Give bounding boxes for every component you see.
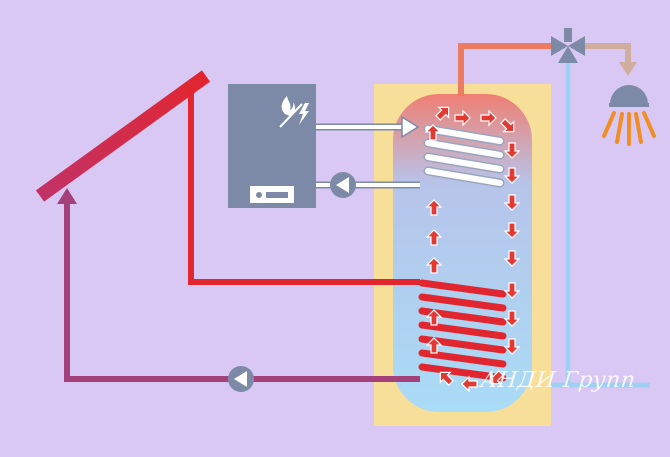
boiler-coil-icon (423, 124, 505, 188)
flow-arrow-icon (439, 371, 454, 386)
flow-arrow-icon (425, 199, 443, 216)
solar-coil-icon (418, 279, 507, 382)
flow-arrow-icon (503, 194, 521, 211)
flow-arrow-icon (480, 109, 497, 127)
lightning-icon (299, 103, 309, 125)
shower-icon (602, 85, 656, 146)
watermark-logo: АНДИ Групп (479, 368, 637, 393)
solar-supply-pipe (188, 88, 420, 285)
convection-flow-arrows (424, 106, 521, 393)
flow-arrow-icon (503, 338, 521, 355)
flow-arrow-icon (503, 310, 521, 327)
hot-water-outlet-pipe (458, 43, 552, 96)
flow-arrow-icon (500, 118, 515, 133)
flow-arrow-icon (424, 124, 442, 141)
flow-arrow-icon (425, 229, 443, 246)
shower-supply-pipe (584, 43, 631, 64)
flow-arrow-icon (503, 167, 521, 184)
flow-arrow-icon (425, 309, 443, 326)
flow-arrow-icon (461, 375, 478, 393)
flow-arrow-icon (503, 222, 521, 239)
flow-arrow-icon (435, 106, 450, 121)
flow-arrow-icon (503, 250, 521, 267)
mixing-valve-icon (551, 28, 585, 63)
boiler-pump-icon (330, 172, 356, 198)
flow-arrow-icon (425, 257, 443, 274)
flow-arrow-icon (503, 142, 521, 159)
shower-arrow-icon (619, 62, 637, 76)
solar-pump-icon (228, 366, 254, 392)
flow-arrow-icon (503, 282, 521, 299)
flow-arrow-icon (489, 370, 504, 385)
flame-icon (281, 96, 296, 116)
flow-arrow-icon (425, 337, 443, 354)
flow-arrow-icon (454, 109, 471, 127)
boiler-icon (228, 84, 316, 208)
solar-return-pipe (64, 194, 420, 382)
boiler-supply-pipe (316, 115, 420, 139)
solar-collector-icon (35, 70, 211, 202)
return-flow-arrow-icon (57, 188, 77, 204)
